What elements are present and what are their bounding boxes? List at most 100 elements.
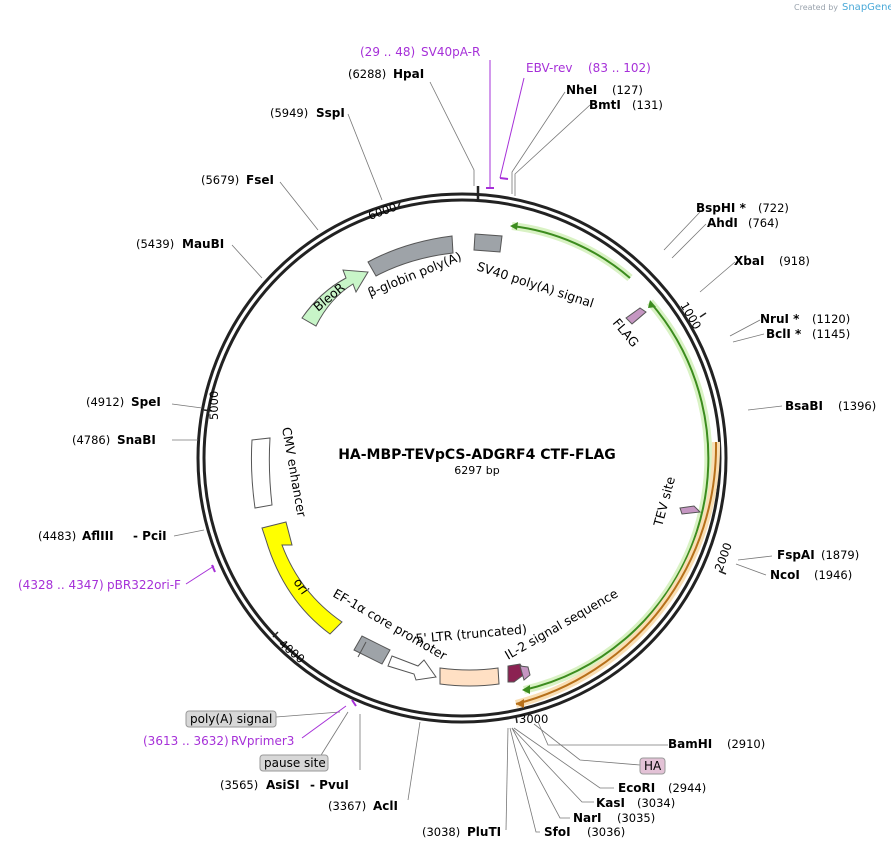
enzyme-position: (1879) <box>821 548 859 562</box>
polya-signal-box[interactable]: poly(A) signal <box>185 710 277 728</box>
plasmid-size: 6297 bp <box>454 464 499 477</box>
tick-label: 5000 <box>207 391 221 420</box>
ltr-small-feature <box>387 655 437 681</box>
enzyme-bsabi[interactable]: BsaBI (1396) <box>785 399 876 413</box>
bleor-feature <box>301 269 369 327</box>
enzyme-fspai[interactable]: FspAI (1879) <box>777 548 859 562</box>
primer-pbr322ori-f[interactable]: (4328 .. 4347) pBR322ori-F <box>18 578 181 592</box>
enzyme-position: (131) <box>632 98 663 112</box>
enzyme-sfoi[interactable]: SfoI (3036) <box>544 825 625 839</box>
enzyme-pvui[interactable]: - PvuI <box>310 778 349 792</box>
enzyme-pluti[interactable]: (3038) PluTI <box>422 825 501 839</box>
enzyme-name: NruI * <box>760 312 800 326</box>
enzyme-afliii[interactable]: (4483) AflIII <box>38 529 114 543</box>
enzyme-name: SfoI <box>544 825 571 839</box>
enzyme-name: FspAI <box>777 548 815 562</box>
enzyme-acli[interactable]: (3367) AclI <box>328 799 398 813</box>
flag-feature <box>625 307 647 325</box>
enzyme-kasi[interactable]: KasI (3034) <box>596 796 675 810</box>
enzyme-connectors <box>171 81 783 833</box>
cmv-label: CMV enhancer <box>279 426 310 519</box>
primer-name: pBR322ori-F <box>107 578 181 592</box>
enzyme-position: (4483) <box>38 529 76 543</box>
enzyme-bmti[interactable]: BmtI (131) <box>589 98 663 112</box>
enzyme-xbai[interactable]: XbaI (918) <box>734 254 810 268</box>
enzyme-name: MauBI <box>182 237 224 251</box>
enzyme-name: BspHI * <box>696 201 747 215</box>
tick-marks <box>203 186 727 724</box>
enzyme-name: AsiSI <box>266 778 300 792</box>
primer-position: (3613 .. 3632) <box>143 734 229 748</box>
enzyme-name: AclI <box>373 799 398 813</box>
enzyme-name: SpeI <box>131 395 161 409</box>
enzyme-bsphi[interactable]: BspHI * (722) <box>696 201 789 215</box>
polya-signal-label: poly(A) signal <box>190 712 272 726</box>
bglobin-feature <box>367 235 454 277</box>
enzyme-position: (2910) <box>727 737 765 751</box>
enzyme-name: PluTI <box>467 825 501 839</box>
enzyme-bcli[interactable]: BclI * (1145) <box>766 327 850 341</box>
pause-site-label: pause site <box>264 756 326 770</box>
pause-site-box[interactable]: pause site <box>259 754 329 772</box>
primer-connectors <box>185 60 525 739</box>
enzyme-position: (1396) <box>838 399 876 413</box>
enzyme-fsei[interactable]: (5679) FseI <box>201 173 274 187</box>
enzyme-name: BclI * <box>766 327 802 341</box>
enzyme-ncoi[interactable]: NcoI (1946) <box>770 568 852 582</box>
enzyme-spei[interactable]: (4912) SpeI <box>86 395 161 409</box>
tev-feature <box>679 505 702 515</box>
primer-rvprimer3[interactable]: (3613 .. 3632) RVprimer3 <box>143 734 294 748</box>
enzyme-snabi[interactable]: (4786) SnaBI <box>72 433 156 447</box>
enzyme-name: AflIII <box>82 529 114 543</box>
enzyme-name: EcoRI <box>618 781 655 795</box>
tick-label: 3000 <box>519 712 548 726</box>
enzyme-ecori[interactable]: EcoRI (2944) <box>618 781 706 795</box>
enzyme-position: (3367) <box>328 799 366 813</box>
enzyme-position: (918) <box>779 254 810 268</box>
enzyme-position: (3038) <box>422 825 460 839</box>
enzyme-sspi[interactable]: (5949) SspI <box>270 106 345 120</box>
enzyme-name: HpaI <box>393 67 424 81</box>
enzyme-position: (6288) <box>348 67 386 81</box>
enzyme-name: - PciI <box>133 529 167 543</box>
enzyme-name: BamHI <box>668 737 712 751</box>
enzyme-position: (3035) <box>617 811 655 825</box>
enzyme-position: (127) <box>612 83 643 97</box>
enzyme-nrui[interactable]: NruI * (1120) <box>760 312 850 326</box>
enzyme-maubi[interactable]: (5439) MauBI <box>136 237 224 251</box>
enzyme-position: (3565) <box>220 778 258 792</box>
ha-box[interactable]: HA <box>639 757 666 775</box>
watermark-brand: SnapGene <box>842 2 891 13</box>
enzyme-name: SnaBI <box>117 433 156 447</box>
flag-label: FLAG <box>610 315 642 350</box>
tick-label: 6000 <box>366 200 398 223</box>
backbone <box>196 192 728 724</box>
enzyme-position: (3034) <box>637 796 675 810</box>
enzyme-nari[interactable]: NarI (3035) <box>573 811 655 825</box>
enzyme-position: (5949) <box>270 106 308 120</box>
primer-ebv-rev[interactable]: EBV-rev (83 .. 102) <box>526 61 651 75</box>
enzyme-name: NheI <box>566 83 597 97</box>
enzyme-ahdi[interactable]: AhdI (764) <box>707 216 779 230</box>
primer-sv40pa-r[interactable]: (29 .. 48) SV40pA-R <box>360 45 480 59</box>
il2-feature <box>507 663 531 683</box>
enzyme-name: FseI <box>246 173 274 187</box>
primer-name: SV40pA-R <box>421 45 480 59</box>
enzyme-nhei[interactable]: NheI (127) <box>566 83 643 97</box>
enzyme-hpai[interactable]: (6288) HpaI <box>348 67 424 81</box>
enzyme-position: (5439) <box>136 237 174 251</box>
enzyme-asisi[interactable]: (3565) AsiSI <box>220 778 300 792</box>
enzyme-position: (722) <box>758 201 789 215</box>
primer-name: EBV-rev <box>526 61 572 75</box>
enzyme-position: (2944) <box>668 781 706 795</box>
enzyme-position: (764) <box>748 216 779 230</box>
enzyme-position: (1946) <box>814 568 852 582</box>
enzyme-name: NcoI <box>770 568 800 582</box>
primer-position: (29 .. 48) <box>360 45 415 59</box>
ef1a-label: EF-1α core promoter <box>331 586 451 664</box>
enzyme-pcii[interactable]: - PciI <box>133 529 167 543</box>
ltr-feature <box>439 667 500 687</box>
enzyme-bamhi[interactable]: BamHI (2910) <box>668 737 765 751</box>
ef1a-feature <box>353 635 391 665</box>
